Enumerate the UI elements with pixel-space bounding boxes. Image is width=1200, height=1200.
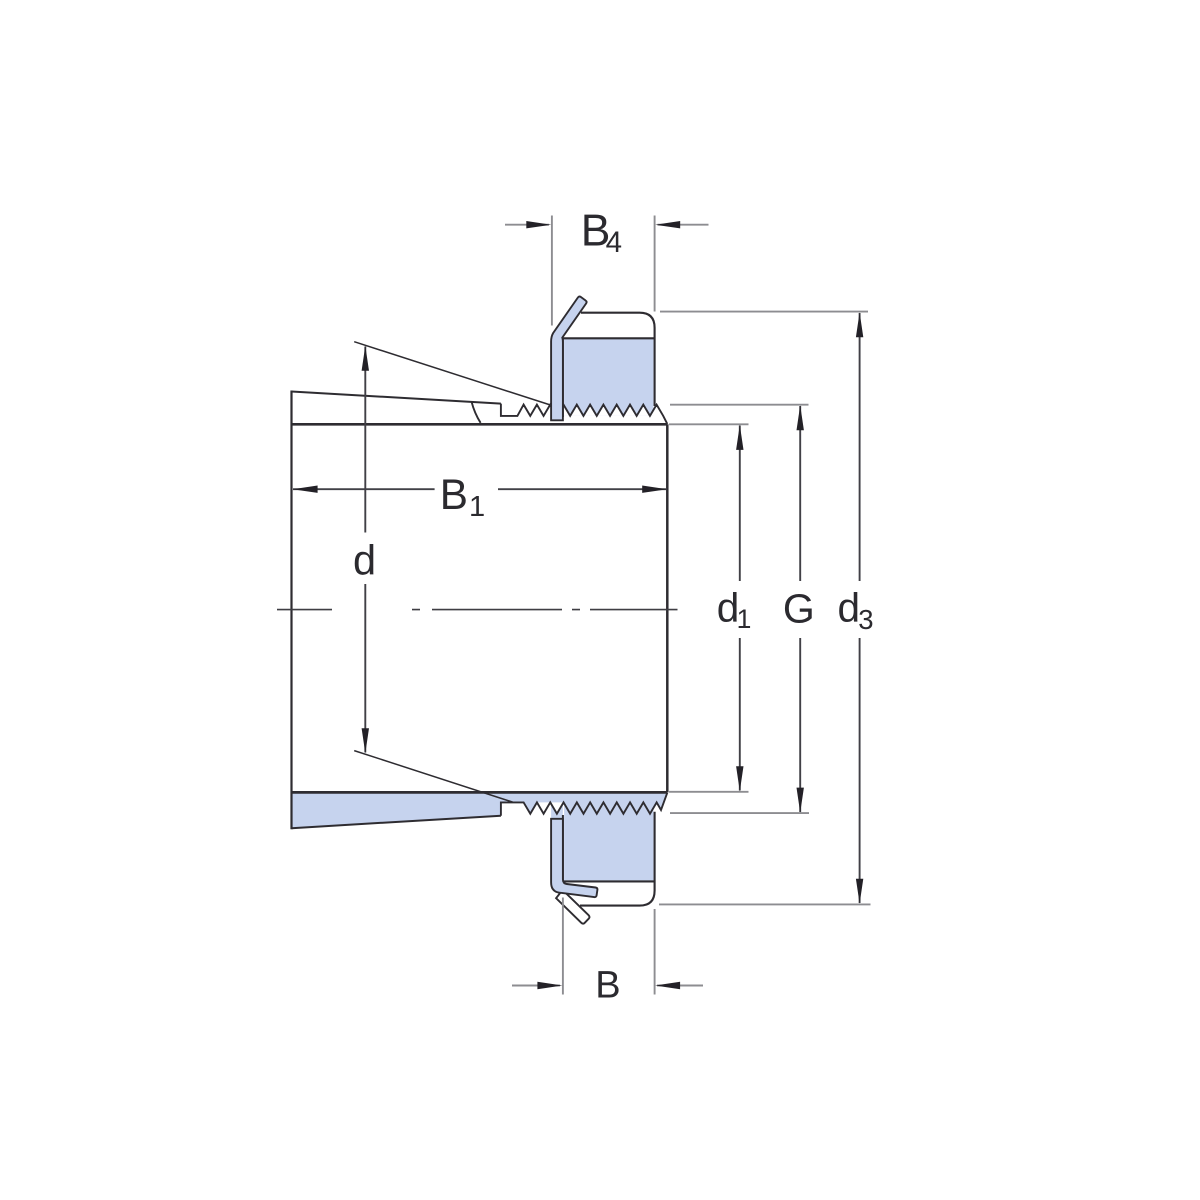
svg-text:d: d: [838, 585, 861, 631]
svg-text:B: B: [595, 965, 620, 1007]
svg-text:3: 3: [858, 604, 873, 635]
svg-text:d: d: [717, 585, 740, 631]
svg-text:1: 1: [737, 604, 752, 634]
svg-text:G: G: [783, 585, 815, 631]
svg-text:4: 4: [606, 226, 622, 259]
svg-text:d: d: [353, 536, 376, 583]
svg-text:B: B: [440, 471, 468, 518]
svg-text:1: 1: [469, 491, 485, 523]
svg-text:B: B: [581, 207, 611, 256]
